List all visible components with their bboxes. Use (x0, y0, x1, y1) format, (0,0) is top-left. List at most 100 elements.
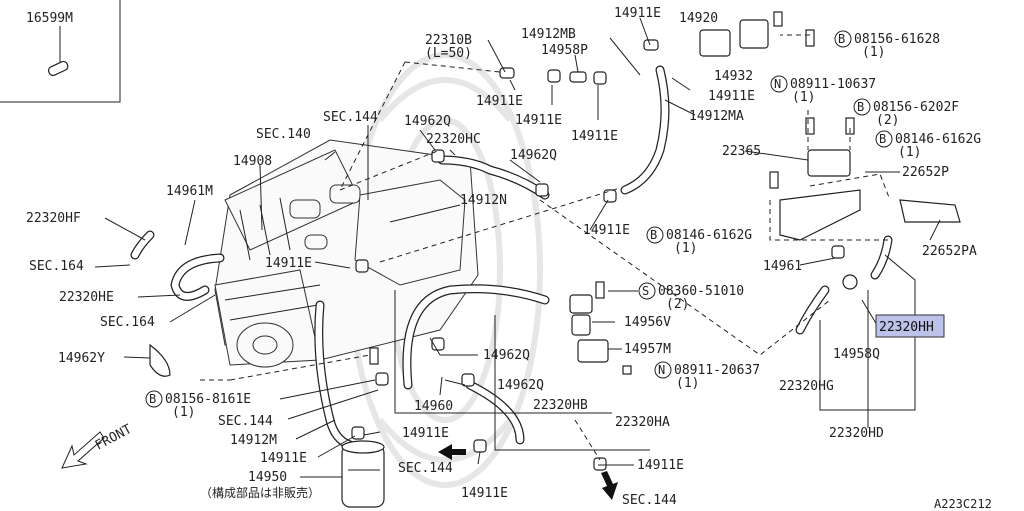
part-label-14908[interactable]: 14908 (233, 154, 272, 169)
svg-text:(1): (1) (862, 45, 885, 60)
svg-text:N: N (658, 363, 665, 377)
footnote-not-sold: （構成部品は非販売） (200, 485, 320, 500)
front-arrow-icon (61, 431, 105, 469)
part-label-22320hb[interactable]: 22320HB (533, 398, 588, 413)
circle-letter-icon (646, 226, 664, 244)
svg-text:08156-6202F: 08156-6202F (873, 100, 959, 115)
engine-block (214, 139, 479, 368)
part-label-22310b-length: (L=50) (425, 46, 472, 61)
callout-s-08360-51010[interactable]: S 08360-51010 (2) (638, 282, 744, 312)
hoses (130, 65, 893, 450)
part-label-14958p[interactable]: 14958P (541, 43, 588, 58)
hose-plug-icon (47, 60, 69, 77)
bolts (369, 11, 855, 375)
part-label-14912n[interactable]: 14912N (460, 193, 507, 208)
part-label-14961[interactable]: 14961 (763, 259, 802, 274)
part-label-14911e[interactable]: 14911E (515, 113, 562, 128)
callout-b-08146-6162g-left[interactable]: B 08146-6162G (1) (646, 226, 752, 256)
leader-lines (94, 17, 941, 478)
callout-n-08911-10637[interactable]: N 08911-10637 (1) (770, 75, 876, 105)
svg-text:(1): (1) (172, 405, 195, 420)
part-label-14911e[interactable]: 14911E (461, 486, 508, 501)
part-label-14911e[interactable]: 14911E (637, 458, 684, 473)
sec144-arrow-left (438, 444, 466, 460)
part-label-14911e[interactable]: 14911E (265, 256, 312, 271)
part-label-14962q[interactable]: 14962Q (483, 348, 530, 363)
section-label-sec164[interactable]: SEC.164 (29, 259, 84, 274)
part-label-14920[interactable]: 14920 (679, 11, 718, 26)
part-label-14911e[interactable]: 14911E (583, 223, 630, 238)
svg-text:08911-20637: 08911-20637 (674, 363, 760, 378)
part-label-14962y[interactable]: 14962Y (58, 351, 105, 366)
circle-letter-icon (654, 361, 672, 379)
part-label-22320hh[interactable]: 22320HH (879, 320, 934, 335)
svg-text:08360-51010: 08360-51010 (658, 284, 744, 299)
part-label-14962q[interactable]: 14962Q (510, 148, 557, 163)
part-label-14911e[interactable]: 14911E (708, 89, 755, 104)
canister-14950 (341, 440, 385, 508)
svg-text:(2): (2) (666, 297, 689, 312)
front-direction-label: FRONT (93, 422, 135, 454)
part-label-14960[interactable]: 14960 (414, 399, 453, 414)
dashed-leaders (200, 34, 891, 461)
part-label-14956v[interactable]: 14956V (624, 315, 671, 330)
section-label-sec164[interactable]: SEC.164 (100, 315, 155, 330)
figure-code: A223C212 (934, 497, 992, 511)
part-label-14911e[interactable]: 14911E (402, 426, 449, 441)
svg-text:S: S (642, 284, 649, 298)
part-label-14912mb[interactable]: 14912MB (521, 27, 576, 42)
svg-text:(2): (2) (876, 113, 899, 128)
circle-letter-icon (145, 390, 163, 408)
callout-b-08156-8161e[interactable]: B 08156-8161E (1) (145, 390, 251, 420)
inset-box (0, 0, 121, 103)
part-label-22320hg[interactable]: 22320HG (779, 379, 834, 394)
svg-text:B: B (650, 228, 657, 242)
section-label-sec144[interactable]: SEC.144 (398, 461, 453, 476)
part-label-14911e[interactable]: 14911E (476, 94, 523, 109)
svg-text:08911-10637: 08911-10637 (790, 77, 876, 92)
circle-letter-icon (834, 30, 852, 48)
part-label-22652p[interactable]: 22652P (902, 165, 949, 180)
callout-b-08156-6202f[interactable]: B 08156-6202F (2) (853, 98, 959, 128)
section-label-sec144[interactable]: SEC.144 (323, 110, 378, 125)
svg-text:B: B (838, 32, 845, 46)
part-label-22320hd[interactable]: 22320HD (829, 426, 884, 441)
part-label-14932[interactable]: 14932 (714, 69, 753, 84)
part-label-22652pa[interactable]: 22652PA (922, 244, 977, 259)
part-label-22320he[interactable]: 22320HE (59, 290, 114, 305)
part-label-14912ma[interactable]: 14912MA (689, 109, 744, 124)
highlight-box (875, 314, 945, 338)
part-label-14911e[interactable]: 14911E (614, 6, 661, 21)
part-label-14958q[interactable]: 14958Q (833, 347, 880, 362)
part-label-14962q[interactable]: 14962Q (404, 114, 451, 129)
section-label-sec144[interactable]: SEC.144 (622, 493, 677, 508)
part-label-14911e[interactable]: 14911E (260, 451, 307, 466)
part-label-14912m[interactable]: 14912M (230, 433, 277, 448)
section-label-sec140[interactable]: SEC.140 (256, 127, 311, 142)
part-label-22320ha[interactable]: 22320HA (615, 415, 670, 430)
part-label-14962q[interactable]: 14962Q (497, 378, 544, 393)
callout-n-08911-20637[interactable]: N 08911-20637 (1) (654, 361, 760, 391)
part-label-22320hc[interactable]: 22320HC (426, 132, 481, 147)
callout-b-08146-6162g-right[interactable]: B 08146-6162G (1) (875, 130, 981, 160)
circle-letter-icon (875, 130, 893, 148)
svg-text:08156-8161E: 08156-8161E (165, 392, 251, 407)
svg-text:08156-61628: 08156-61628 (854, 32, 940, 47)
svg-text:(1): (1) (674, 241, 697, 256)
part-label-22365[interactable]: 22365 (722, 144, 761, 159)
circle-letter-icon (638, 282, 656, 300)
part-label-14961m[interactable]: 14961M (166, 184, 213, 199)
part-label-14911e[interactable]: 14911E (571, 129, 618, 144)
section-label-sec144[interactable]: SEC.144 (218, 414, 273, 429)
svg-text:(1): (1) (792, 90, 815, 105)
svg-text:B: B (857, 100, 864, 114)
part-label-22310b[interactable]: 22310B (425, 33, 472, 48)
part-label-14950[interactable]: 14950 (248, 470, 287, 485)
svg-text:B: B (879, 132, 886, 146)
fittings (149, 19, 961, 471)
part-label-22320hf[interactable]: 22320HF (26, 211, 81, 226)
part-label-14957m[interactable]: 14957M (624, 342, 671, 357)
inset-part-label[interactable]: 16599M (26, 11, 73, 26)
callout-b-08156-61628[interactable]: B 08156-61628 (1) (834, 30, 940, 60)
circle-letter-icon (853, 98, 871, 116)
